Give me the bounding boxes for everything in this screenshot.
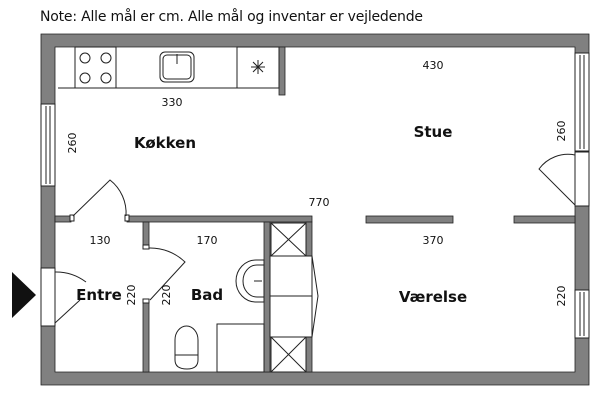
balcony-door [538, 151, 590, 207]
entry-width: 130 [90, 234, 111, 247]
living-depth: 260 [555, 121, 568, 142]
wardrobe [269, 222, 319, 373]
outer-walls [40, 33, 590, 386]
window-living [574, 52, 590, 152]
window-kitchen [40, 103, 56, 187]
front-door [40, 267, 87, 327]
interior-walls [54, 46, 576, 373]
disclaimer-note: Note: Alle mål er cm. Alle mål og invent… [40, 9, 423, 25]
kitchen-counter [58, 46, 280, 89]
kitchen-width: 330 [162, 96, 183, 109]
room-label-bath: Bad [191, 286, 223, 304]
kitchen-door [69, 179, 130, 222]
entrance-arrow-icon [12, 272, 36, 318]
room-label-entry: Entre [76, 286, 122, 304]
bedroom-width: 370 [423, 234, 444, 247]
kitchen-sink-icon [159, 51, 195, 83]
shower-icon [216, 323, 265, 373]
bath-width: 170 [197, 234, 218, 247]
total-width: 770 [309, 196, 330, 209]
fridge-star-icon [251, 60, 265, 74]
bath-depth: 220 [160, 285, 173, 306]
room-label-bedroom: Værelse [399, 288, 467, 306]
entry-depth: 220 [125, 285, 138, 306]
bath-door [142, 244, 186, 304]
bath-sink-icon [235, 259, 265, 303]
living-width: 430 [423, 59, 444, 72]
toilet-icon [174, 325, 199, 370]
room-label-kitchen: Køkken [134, 134, 196, 152]
window-bedroom [574, 289, 590, 339]
kitchen-depth: 260 [66, 133, 79, 154]
bedroom-depth: 220 [555, 286, 568, 307]
room-label-living: Stue [414, 123, 453, 141]
